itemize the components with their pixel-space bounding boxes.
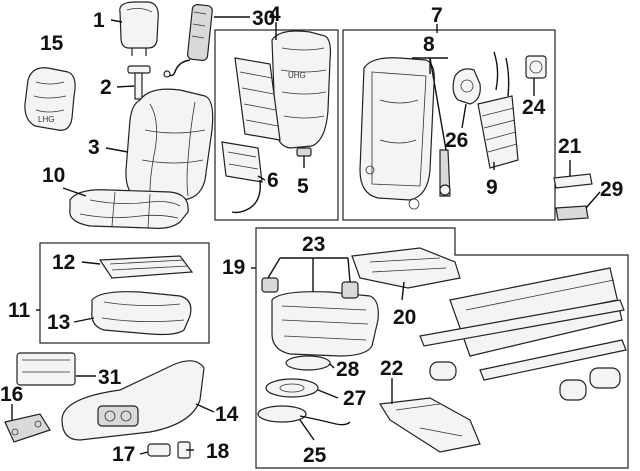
part-15-marking: LHG bbox=[38, 115, 54, 124]
callout-5: 5 bbox=[297, 175, 309, 198]
part-9-lumbar bbox=[477, 51, 519, 169]
part-13-pad bbox=[91, 291, 192, 336]
part-6-heater-lower bbox=[221, 141, 263, 214]
part-4-marking: UHG bbox=[288, 71, 306, 80]
leader-lines bbox=[11, 16, 601, 455]
callout-25: 25 bbox=[303, 444, 327, 467]
callout-22: 22 bbox=[380, 357, 403, 380]
callout-28: 28 bbox=[336, 358, 360, 381]
part-17-button bbox=[147, 443, 171, 457]
part-25-harness bbox=[257, 405, 351, 426]
part-24-ring bbox=[525, 55, 547, 79]
callout-17: 17 bbox=[112, 443, 135, 466]
callout-labels: 1 30 4 7 15 8 2 24 26 3 21 10 6 9 5 29 2… bbox=[0, 3, 623, 467]
callout-11: 11 bbox=[8, 299, 31, 322]
callout-26: 26 bbox=[445, 129, 468, 152]
callout-9: 9 bbox=[486, 176, 498, 199]
callout-2: 2 bbox=[100, 76, 112, 99]
part-8-components bbox=[439, 149, 451, 197]
part-21-trim bbox=[553, 173, 593, 189]
part-seatback-heater bbox=[234, 57, 281, 141]
callout-30: 30 bbox=[252, 7, 275, 30]
part-29-trim bbox=[555, 205, 589, 221]
part-14-side-shield bbox=[61, 360, 205, 441]
part-seatback-cover bbox=[125, 88, 214, 201]
part-5-clip bbox=[296, 147, 312, 157]
part-headrest-guide bbox=[127, 65, 151, 100]
callout-31: 31 bbox=[98, 366, 122, 389]
part-motors bbox=[429, 361, 621, 401]
part-22-lower-bracket bbox=[378, 397, 481, 453]
part-31-module bbox=[16, 352, 76, 386]
part-12-heater bbox=[98, 255, 194, 279]
callout-21: 21 bbox=[558, 135, 582, 158]
part-seatback-pad: UHG bbox=[271, 30, 332, 149]
part-adjuster-rails bbox=[419, 267, 627, 381]
callout-15: 15 bbox=[40, 32, 64, 55]
callout-19: 19 bbox=[222, 256, 245, 279]
frame-group-7 bbox=[342, 29, 556, 221]
frame-group-11 bbox=[39, 242, 210, 344]
callout-20: 20 bbox=[393, 306, 416, 329]
part-23-switch-assembly bbox=[261, 277, 379, 357]
callout-1: 1 bbox=[93, 9, 105, 32]
part-headrest bbox=[119, 1, 159, 56]
callout-13: 13 bbox=[47, 311, 70, 334]
callout-24: 24 bbox=[522, 96, 546, 119]
callout-18: 18 bbox=[206, 440, 230, 463]
callout-7: 7 bbox=[431, 4, 443, 27]
callout-8: 8 bbox=[423, 33, 435, 56]
callout-23: 23 bbox=[302, 233, 325, 256]
part-seatback-frame bbox=[359, 57, 435, 210]
callout-4: 4 bbox=[269, 3, 281, 26]
callout-12: 12 bbox=[52, 251, 75, 274]
part-28-gasket bbox=[285, 355, 331, 371]
callout-27: 27 bbox=[343, 387, 366, 410]
callout-29: 29 bbox=[600, 178, 623, 201]
callout-14: 14 bbox=[215, 403, 239, 426]
part-26-motor bbox=[452, 68, 481, 105]
frame-group-19 bbox=[255, 227, 629, 469]
part-cushion-cover bbox=[69, 189, 189, 229]
callout-16: 16 bbox=[0, 383, 23, 406]
callout-3: 3 bbox=[88, 136, 100, 159]
callout-6: 6 bbox=[267, 169, 279, 192]
callout-10: 10 bbox=[42, 164, 65, 187]
part-20-upper-plate bbox=[351, 247, 461, 289]
part-16-bracket bbox=[4, 413, 51, 443]
part-27-ring bbox=[265, 378, 319, 398]
part-15-cover: LHG bbox=[24, 67, 76, 131]
part-30-module bbox=[163, 3, 213, 78]
